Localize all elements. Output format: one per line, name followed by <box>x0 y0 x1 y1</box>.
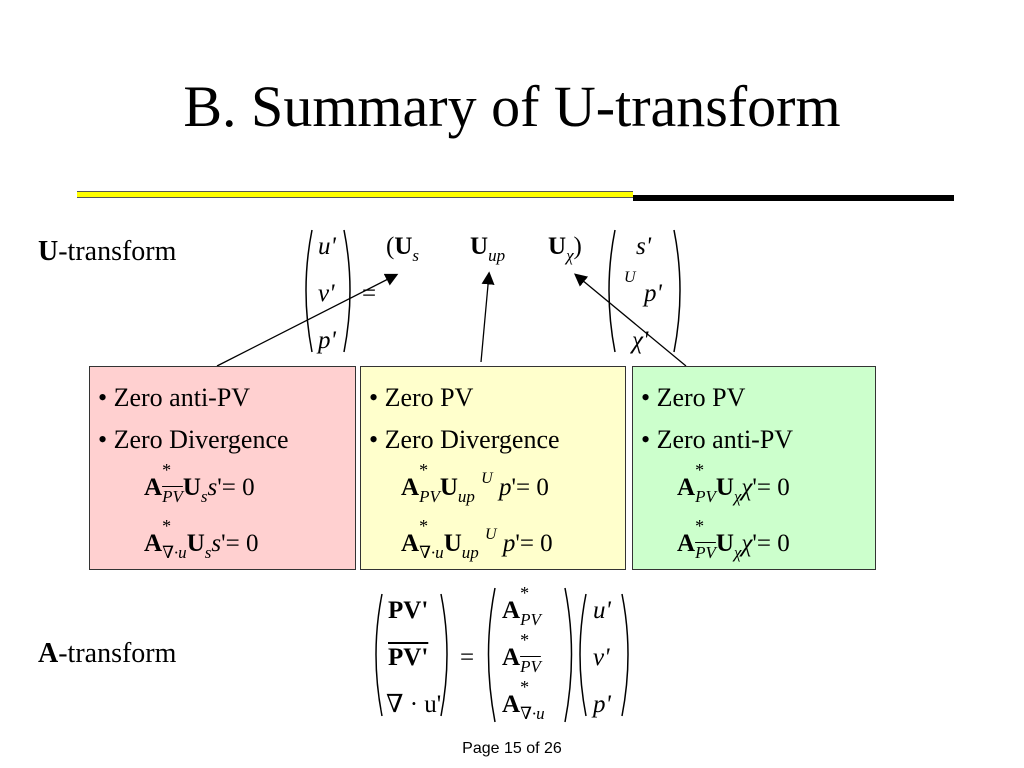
u-lhs-2: p' <box>318 327 336 354</box>
u-operator-up: Uup <box>470 233 506 265</box>
slide-title: B. Summary of U-transform <box>183 74 841 139</box>
u-rhs-0: s' <box>636 233 652 260</box>
a-lhs-1: PV' <box>388 644 429 671</box>
box-zero-pv-divergence: • Zero PV • Zero Divergence A*PVUup U p'… <box>360 366 626 570</box>
a-matrix-row-2: A*∇·u <box>502 677 545 723</box>
eq-3a: A*PVUχχ'= 0 <box>677 460 790 506</box>
u-operator-row: (Us <box>386 233 420 265</box>
u-rhs-2: χ' <box>632 327 649 354</box>
u-equals: = <box>362 280 377 307</box>
a-lhs-0: PV' <box>388 597 429 624</box>
u-operator-chi: Uχ) <box>548 233 582 265</box>
a-rhs-0: u' <box>593 597 611 624</box>
a-rhs-1: v' <box>593 644 610 671</box>
eq-3b: A*PVUχχ'= 0 <box>677 516 790 562</box>
eq-2a: A*PVUup U p'= 0 <box>401 460 549 506</box>
a-lhs-2: ∇ · u' <box>386 691 442 718</box>
eq-1b: A*∇·uUss'= 0 <box>144 516 259 562</box>
u-superscript: U <box>624 269 636 286</box>
u-lhs-0: u' <box>318 233 336 260</box>
u-transform-label: U-transform <box>38 236 177 267</box>
a-equals: = <box>460 644 475 671</box>
a-matrix-row-1: A*PV <box>502 630 541 676</box>
eq-1a: A*PVUss'= 0 <box>144 460 255 506</box>
u-rhs-1: p' <box>644 280 662 307</box>
title-underline-yellow <box>77 191 633 198</box>
a-transform-label: A-transform <box>38 638 177 669</box>
a-matrix-row-0: A*PV <box>502 583 541 629</box>
u-lhs-1: v' <box>318 280 335 307</box>
page-number: Page 15 of 26 <box>462 740 562 757</box>
title-underline-black <box>633 195 954 201</box>
box-zero-pv-anti-pv: • Zero PV • Zero anti-PV A*PVUχχ'= 0 A*P… <box>632 366 876 570</box>
box-zero-anti-pv-divergence: • Zero anti-PV • Zero Divergence A*PVUss… <box>89 366 356 570</box>
eq-2b: A*∇·uUup U p'= 0 <box>401 516 553 562</box>
a-rhs-2: p' <box>593 691 611 718</box>
